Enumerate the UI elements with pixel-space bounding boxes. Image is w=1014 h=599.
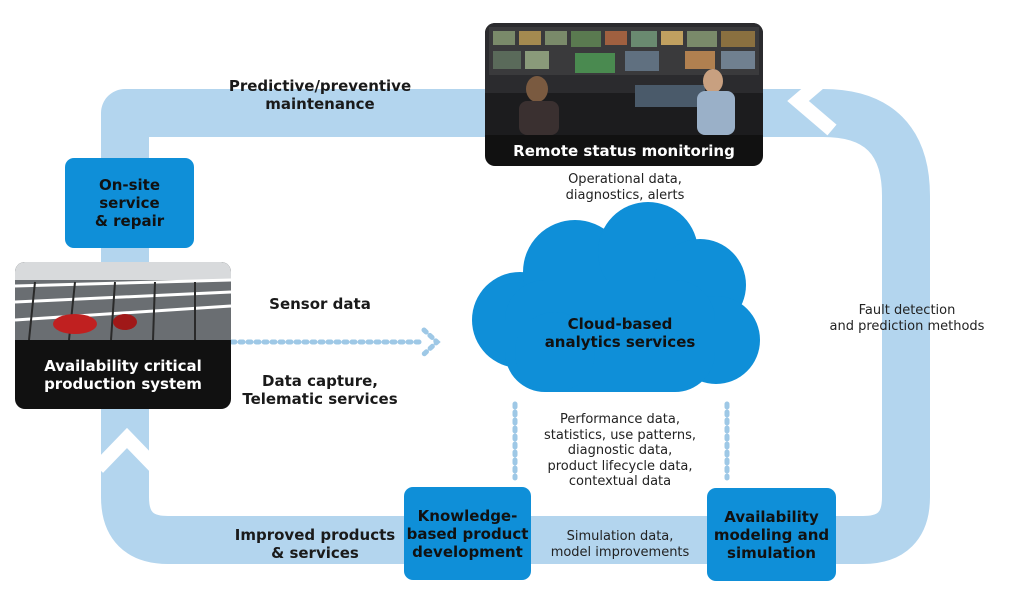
production-caption-line2: production system xyxy=(44,374,202,393)
onsite-line1: On-site xyxy=(98,176,161,194)
remote-monitoring-caption: Remote status monitoring xyxy=(513,141,735,160)
loop-arrow-top xyxy=(787,66,837,136)
sensor-data-text: Sensor data xyxy=(269,295,371,313)
onsite-line2: service xyxy=(99,194,160,212)
improved-products-label: Improved products & services xyxy=(225,526,405,562)
onsite-service-box: On-site service & repair xyxy=(65,158,194,248)
operational-data-label: Operational data, diagnostics, alerts xyxy=(535,172,715,203)
conveyor-photo xyxy=(15,262,231,340)
improved-line1: Improved products xyxy=(234,526,396,544)
cloud-line2: analytics services xyxy=(544,333,696,351)
simulation-data-label: Simulation data, model improvements xyxy=(535,529,705,560)
data-capture-line1: Data capture, xyxy=(262,372,378,390)
fault-line1: Fault detection xyxy=(858,303,956,318)
operational-line1: Operational data, xyxy=(568,172,682,187)
performance-line5: contextual data xyxy=(568,474,672,490)
production-system-caption: Availability critical production system xyxy=(15,340,231,409)
cloud-shape xyxy=(472,202,760,392)
fault-line2: and prediction methods xyxy=(829,318,985,334)
production-caption-line1: Availability critical xyxy=(44,356,202,375)
predictive-maintenance-label: Predictive/preventive maintenance xyxy=(220,77,420,113)
performance-line4: product lifecycle data, xyxy=(547,458,693,474)
cloud-analytics-label: Cloud-based analytics services xyxy=(520,315,720,351)
data-capture-label: Data capture, Telematic services xyxy=(236,372,404,408)
performance-line1: Performance data, xyxy=(560,412,680,427)
modeling-line1: Availability xyxy=(724,507,819,526)
remote-monitoring-card: Remote status monitoring xyxy=(485,23,763,166)
simulation-line1: Simulation data, xyxy=(566,529,674,544)
modeling-line2: modeling and xyxy=(713,525,830,544)
loop-arrow-left xyxy=(92,427,162,473)
sensor-data-arrowhead xyxy=(421,327,441,357)
data-capture-line2: Telematic services xyxy=(242,390,398,408)
knowledge-development-box: Knowledge- based product development xyxy=(404,487,531,580)
control-room-photo xyxy=(485,23,763,135)
onsite-line3: & repair xyxy=(94,212,165,230)
sensor-data-label: Sensor data xyxy=(250,295,390,313)
simulation-line2: model improvements xyxy=(550,544,690,560)
performance-line2: statistics, use patterns, xyxy=(543,427,697,443)
knowledge-line2: based product xyxy=(406,524,529,543)
availability-modeling-box: Availability modeling and simulation xyxy=(707,488,836,581)
feedback-loop xyxy=(101,89,930,564)
production-system-card: Availability critical production system xyxy=(15,262,231,409)
performance-data-label: Performance data, statistics, use patter… xyxy=(522,412,718,490)
modeling-line3: simulation xyxy=(727,543,816,562)
knowledge-line3: development xyxy=(412,542,523,561)
knowledge-line1: Knowledge- xyxy=(417,506,518,525)
predictive-line2: maintenance xyxy=(265,95,375,113)
cloud-line1: Cloud-based xyxy=(567,315,673,333)
operational-line2: diagnostics, alerts xyxy=(565,187,685,203)
performance-line3: diagnostic data, xyxy=(567,443,673,459)
predictive-line1: Predictive/preventive xyxy=(228,77,412,95)
fault-detection-label: Fault detection and prediction methods xyxy=(812,303,1002,334)
improved-line2: & services xyxy=(271,544,359,562)
